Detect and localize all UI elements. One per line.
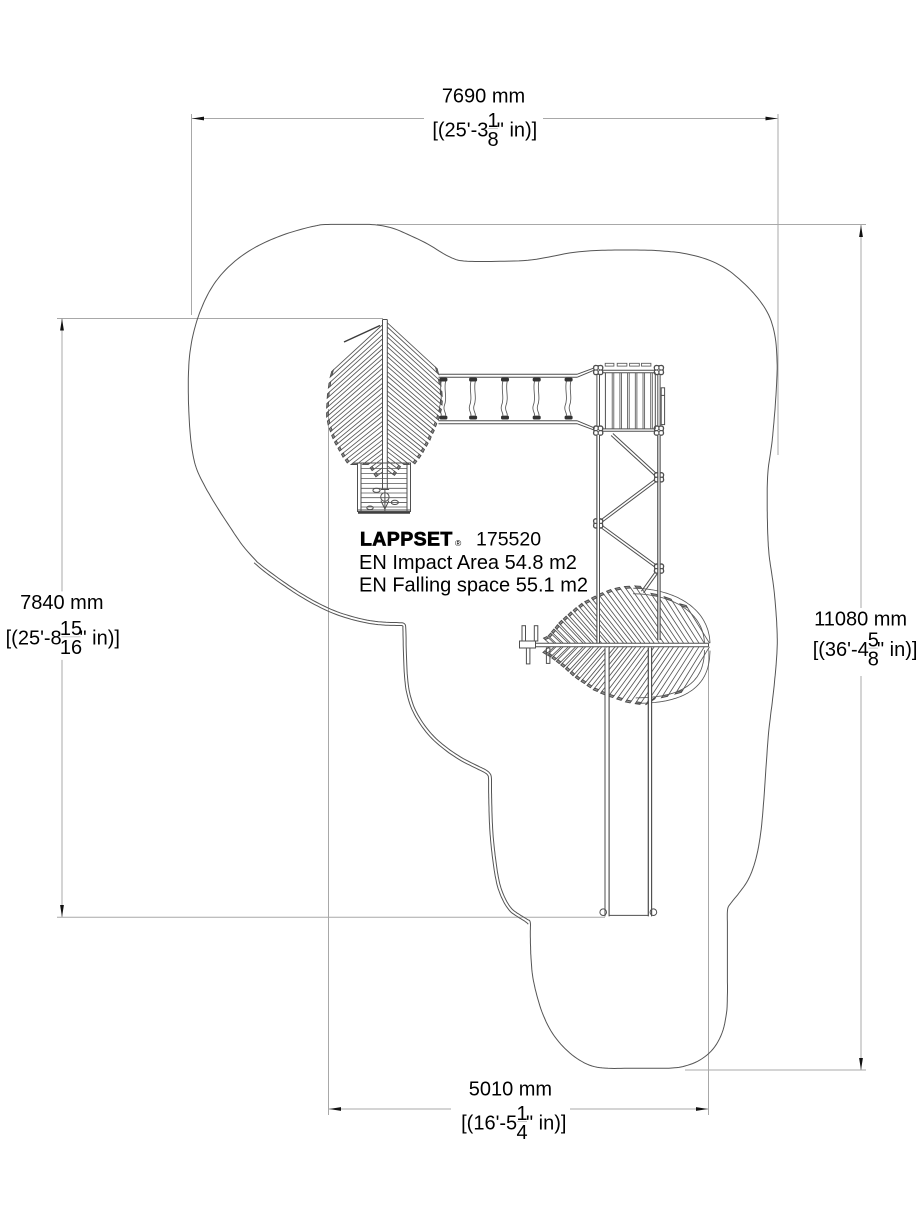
svg-text:" in)]: " in)] [497, 120, 537, 142]
svg-text:7690 mm: 7690 mm [442, 86, 525, 108]
svg-text:®: ® [455, 538, 462, 548]
svg-text:7840 mm: 7840 mm [20, 592, 103, 614]
svg-text:8: 8 [868, 648, 879, 670]
svg-text:1: 1 [516, 1103, 527, 1125]
svg-text:EN Falling space 55.1 m2: EN Falling space 55.1 m2 [359, 575, 588, 597]
svg-text:EN Impact Area 54.8 m2: EN Impact Area 54.8 m2 [359, 552, 577, 574]
svg-text:" in)]: " in)] [80, 628, 120, 650]
svg-text:" in)]: " in)] [877, 639, 917, 661]
svg-text:4: 4 [516, 1122, 527, 1144]
svg-text:[(25'-8: [(25'-8 [6, 628, 62, 650]
svg-text:" in)]: " in)] [526, 1113, 566, 1135]
svg-text:175520: 175520 [476, 528, 541, 550]
svg-text:11080 mm: 11080 mm [814, 608, 907, 630]
svg-text:15: 15 [60, 618, 82, 640]
svg-text:[(16'-5: [(16'-5 [461, 1113, 517, 1135]
svg-text:5010 mm: 5010 mm [469, 1079, 552, 1101]
svg-text:[(25'-3: [(25'-3 [432, 120, 488, 142]
svg-text:16: 16 [60, 637, 82, 659]
svg-text:1: 1 [487, 110, 498, 132]
svg-text:5: 5 [868, 629, 879, 651]
svg-text:8: 8 [487, 129, 498, 151]
svg-text:[(36'-4: [(36'-4 [813, 639, 869, 661]
svg-text:LAPPSET: LAPPSET [360, 528, 453, 550]
